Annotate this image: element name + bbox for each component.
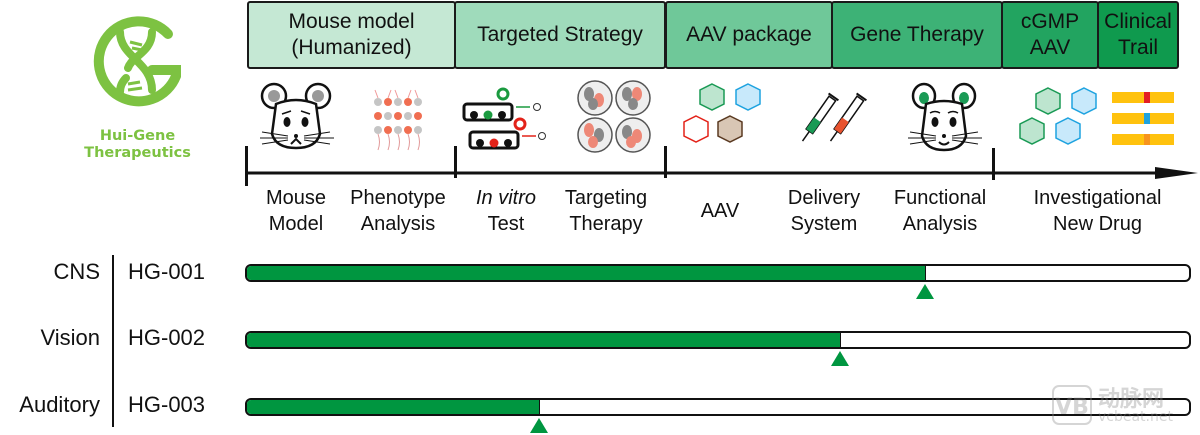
company-name-line1: Hui-Gene [99, 128, 176, 144]
area-label-auditory: Auditory [19, 392, 100, 417]
cell-wells-icon [577, 80, 651, 153]
category-separator [112, 255, 114, 427]
stage-aav-package: AAV package [665, 1, 833, 69]
area-label-vision: Vision [40, 325, 100, 350]
company-name-line2: Therapeutics [84, 145, 191, 161]
progress-marker-icon [530, 418, 549, 433]
program-label-hg-002: HG-002 [128, 325, 206, 350]
aav-capsids-icon [683, 83, 761, 143]
timeline-arrow-icon [1155, 167, 1198, 179]
timeline-tick [664, 146, 667, 178]
chromosome-bands-icon [1112, 92, 1174, 145]
progress-marker-icon [831, 351, 850, 366]
vb-logo-icon: VB [1052, 385, 1092, 425]
happy-mouse-icon [908, 82, 982, 152]
progress-bar-hg-003 [245, 398, 1191, 416]
stage-cgmp-aav: cGMP AAV [1001, 1, 1099, 69]
stage-targeted-strategy: Targeted Strategy [454, 1, 666, 69]
area-label-cns: CNS [53, 259, 100, 284]
watermark-title: 动脉网 [1098, 387, 1165, 412]
stage-mouse-model: Mouse model (Humanized) [247, 1, 456, 69]
aav-capsids-cgmp-icon [1019, 87, 1097, 145]
stage-clinical-trail: Clinical Trail [1097, 1, 1179, 69]
step-aav: AAV [700, 200, 740, 222]
progress-marker-icon [916, 284, 935, 299]
timeline-tick [454, 146, 457, 178]
svg-text:VB: VB [1055, 395, 1089, 420]
dna-g-logo-icon [93, 16, 181, 107]
progress-bar-hg-002 [245, 331, 1191, 349]
company-logo: Hui-Gene Therapeutics [80, 12, 195, 162]
progress-bar-hg-001 [245, 264, 1191, 282]
cell-culture-dish-icon [462, 87, 546, 150]
watermark-url: vcbeat.net [1098, 409, 1173, 425]
timeline-tick [992, 148, 995, 180]
program-label-hg-003: HG-003 [128, 392, 206, 417]
stage-gene-therapy: Gene Therapy [831, 1, 1003, 69]
program-label-hg-001: HG-001 [128, 259, 206, 284]
progress-fill [247, 266, 927, 280]
sad-mouse-icon [260, 82, 334, 150]
syringes-icon [801, 92, 867, 142]
progress-fill [247, 333, 842, 347]
timeline-axis [246, 167, 1198, 179]
watermark: VB 动脉网 vcbeat.net [1052, 381, 1192, 429]
progress-fill [247, 400, 541, 414]
timeline-tick [245, 146, 248, 186]
neuron-cells-icon [374, 89, 422, 151]
